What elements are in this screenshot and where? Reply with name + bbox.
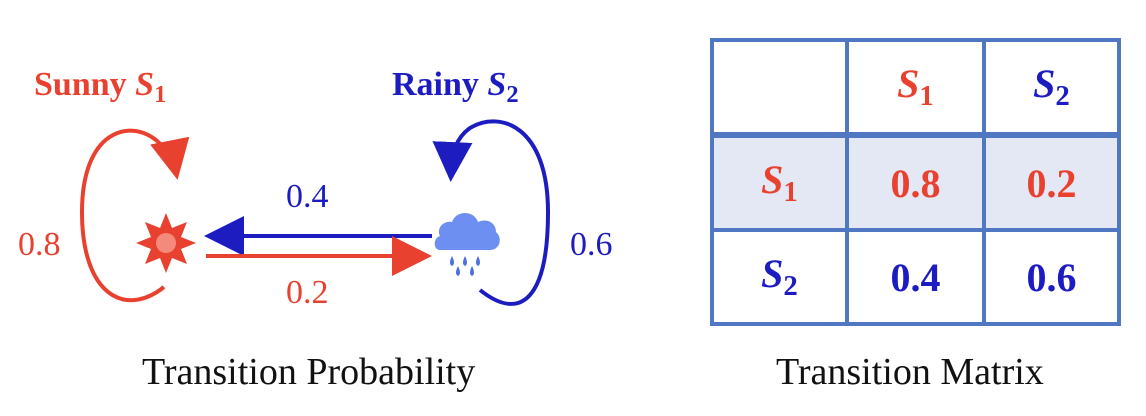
- rainy-state-label: Rainy S2: [392, 66, 519, 109]
- rainy-symbol: S2: [487, 66, 519, 108]
- matrix-corner-cell: [710, 38, 849, 137]
- matrix-row-s2: S2 0.4 0.6: [710, 228, 1121, 326]
- matrix-row-header-s2: S2: [710, 228, 849, 326]
- rainy-to-sunny-prob: 0.4: [286, 178, 329, 215]
- rainy-self-prob: 0.6: [570, 226, 613, 263]
- matrix-cell-s2-s1: 0.4: [845, 228, 986, 326]
- matrix-cell-s1-s2: 0.2: [982, 132, 1121, 232]
- diagram-arrows: [79, 119, 551, 306]
- sunny-self-loop-arrow: [79, 128, 190, 303]
- rainy-self-loop-arrow: [432, 119, 551, 306]
- sun-icon: [136, 213, 196, 273]
- sunny-state-label: Sunny S1: [34, 66, 166, 109]
- rainy-name: Rainy: [392, 66, 479, 103]
- diagram-caption: Transition Probability: [142, 351, 476, 393]
- matrix-cell-s2-s2: 0.6: [982, 228, 1121, 326]
- matrix-col-header-s1: S1: [845, 38, 986, 137]
- matrix-col-header-s2: S2: [982, 38, 1121, 137]
- rain-cloud-icon: [434, 213, 500, 276]
- matrix-cell-s1-s1: 0.8: [845, 132, 986, 232]
- matrix-row-s1: S1 0.8 0.2: [710, 132, 1121, 232]
- sunny-self-prob: 0.8: [18, 226, 61, 263]
- transition-matrix: S1 S2 S1 0.8 0.2 S2 0.4 0.6: [710, 38, 1121, 326]
- sunny-symbol: S1: [135, 66, 167, 108]
- matrix-row-header-s1: S1: [710, 132, 849, 232]
- matrix-caption: Transition Matrix: [776, 351, 1044, 393]
- sunny-to-rainy-prob: 0.2: [286, 274, 329, 311]
- matrix-header-row: S1 S2: [710, 38, 1121, 137]
- sunny-name: Sunny: [34, 66, 127, 103]
